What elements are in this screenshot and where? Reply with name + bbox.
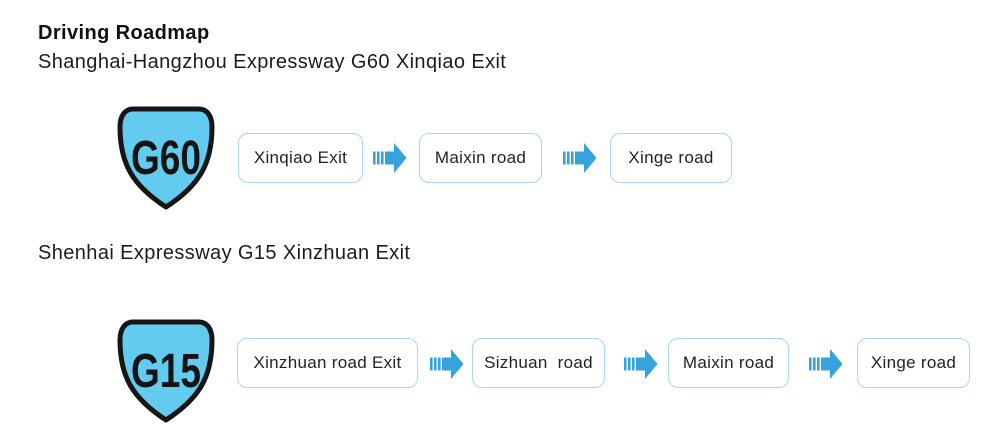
arrow-right-icon (809, 349, 843, 379)
step-box: Xinqiao Exit (238, 133, 363, 183)
arrow-right-icon (430, 349, 464, 379)
step-box: Maixin road (419, 133, 542, 183)
g15-badge-label: G15 (131, 345, 201, 398)
section-heading-g15: Shenhai Expressway G15 Xinzhuan Exit (38, 242, 411, 264)
step-box: Maixin road (668, 338, 789, 388)
step-box: Xinzhuan road Exit (237, 338, 418, 388)
step-box: Xinge road (857, 338, 970, 388)
arrow-right-icon (373, 143, 407, 173)
step-box: Sizhuan road (472, 338, 605, 388)
g60-highway-badge-icon: G60 (117, 106, 215, 210)
section-heading-g60: Shanghai-Hangzhou Expressway G60 Xinqiao… (38, 51, 507, 73)
arrow-right-icon (624, 349, 658, 379)
arrow-right-icon (563, 143, 597, 173)
g60-badge-label: G60 (131, 132, 201, 185)
step-box: Xinge road (610, 133, 732, 183)
page-title: Driving Roadmap (38, 22, 210, 44)
g15-highway-badge-icon: G15 (117, 319, 215, 423)
